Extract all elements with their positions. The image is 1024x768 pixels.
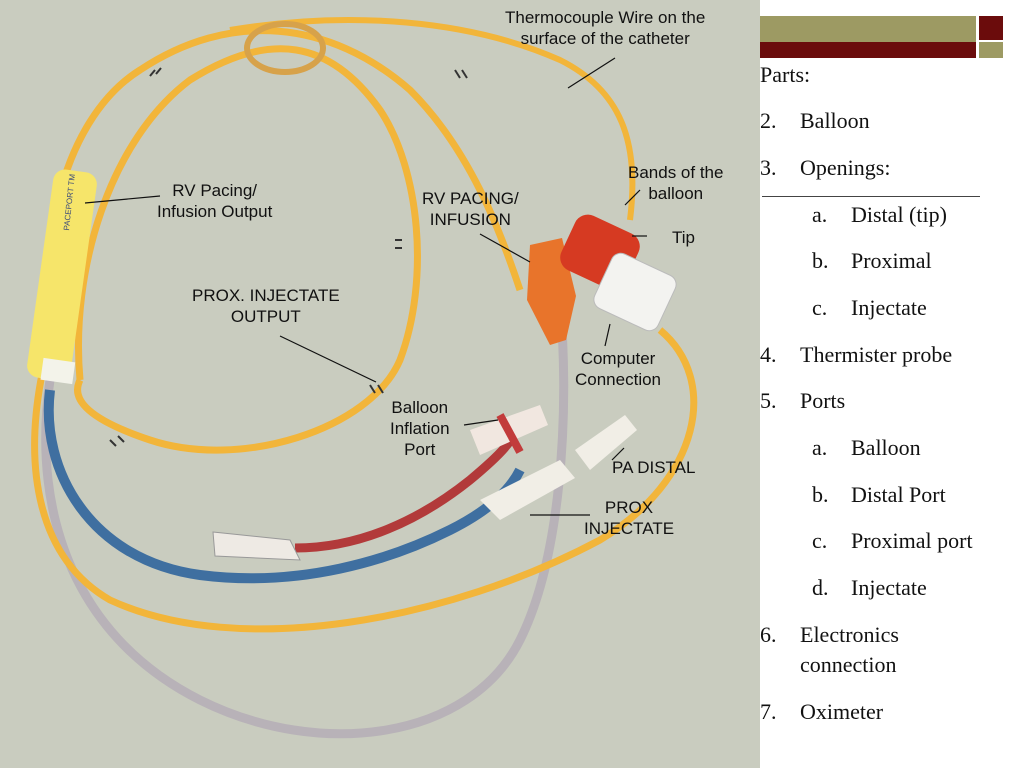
yellow-loop-inner <box>74 45 421 454</box>
pa-distal-connector <box>575 415 637 470</box>
red-line-hub <box>212 531 301 561</box>
header-square-maroon <box>979 16 1003 40</box>
catheter-illustration <box>27 17 698 739</box>
yellow-loop-lower <box>31 327 698 633</box>
leader-lines <box>84 57 647 516</box>
header-bar-maroon <box>760 42 976 58</box>
blue-line <box>43 389 525 584</box>
label-thermocouple: Thermocouple Wire on the surface of the … <box>505 8 706 48</box>
band-marks <box>60 67 468 447</box>
catheter-photo: Thermocouple Wire on the surface of the … <box>0 0 760 768</box>
header-square-olive <box>979 42 1003 58</box>
label-prox-injectate: PROX INJECTATE <box>584 498 675 538</box>
label-bands-of-balloon: Bands of the balloon <box>628 163 724 203</box>
header-bar-olive <box>760 16 976 42</box>
label-rv-pacing-output: RV Pacing/ Infusion Output <box>157 181 273 221</box>
label-rv-pacing-infusion: RV PACING/ INFUSION <box>422 189 519 229</box>
label-balloon-inflation-port: Balloon Inflation Port <box>390 398 450 459</box>
computer-connector-white <box>593 252 677 332</box>
prox-injectate-connector <box>480 460 575 520</box>
balloon-port-stopcock <box>496 413 524 454</box>
yellow-loop-top <box>229 17 636 221</box>
label-pa-distal: PA DISTAL <box>612 458 696 477</box>
label-tip: Tip <box>672 228 695 247</box>
label-prox-injectate-output: PROX. INJECTATE OUTPUT <box>192 286 340 326</box>
tube-knot <box>244 21 326 75</box>
clear-tube <box>41 299 569 739</box>
outline-divider <box>762 196 980 197</box>
yellow-body <box>27 169 97 381</box>
body-cap <box>40 357 76 385</box>
outline-heading: Parts: <box>760 62 811 87</box>
label-computer-connection: Computer Connection <box>575 349 662 389</box>
